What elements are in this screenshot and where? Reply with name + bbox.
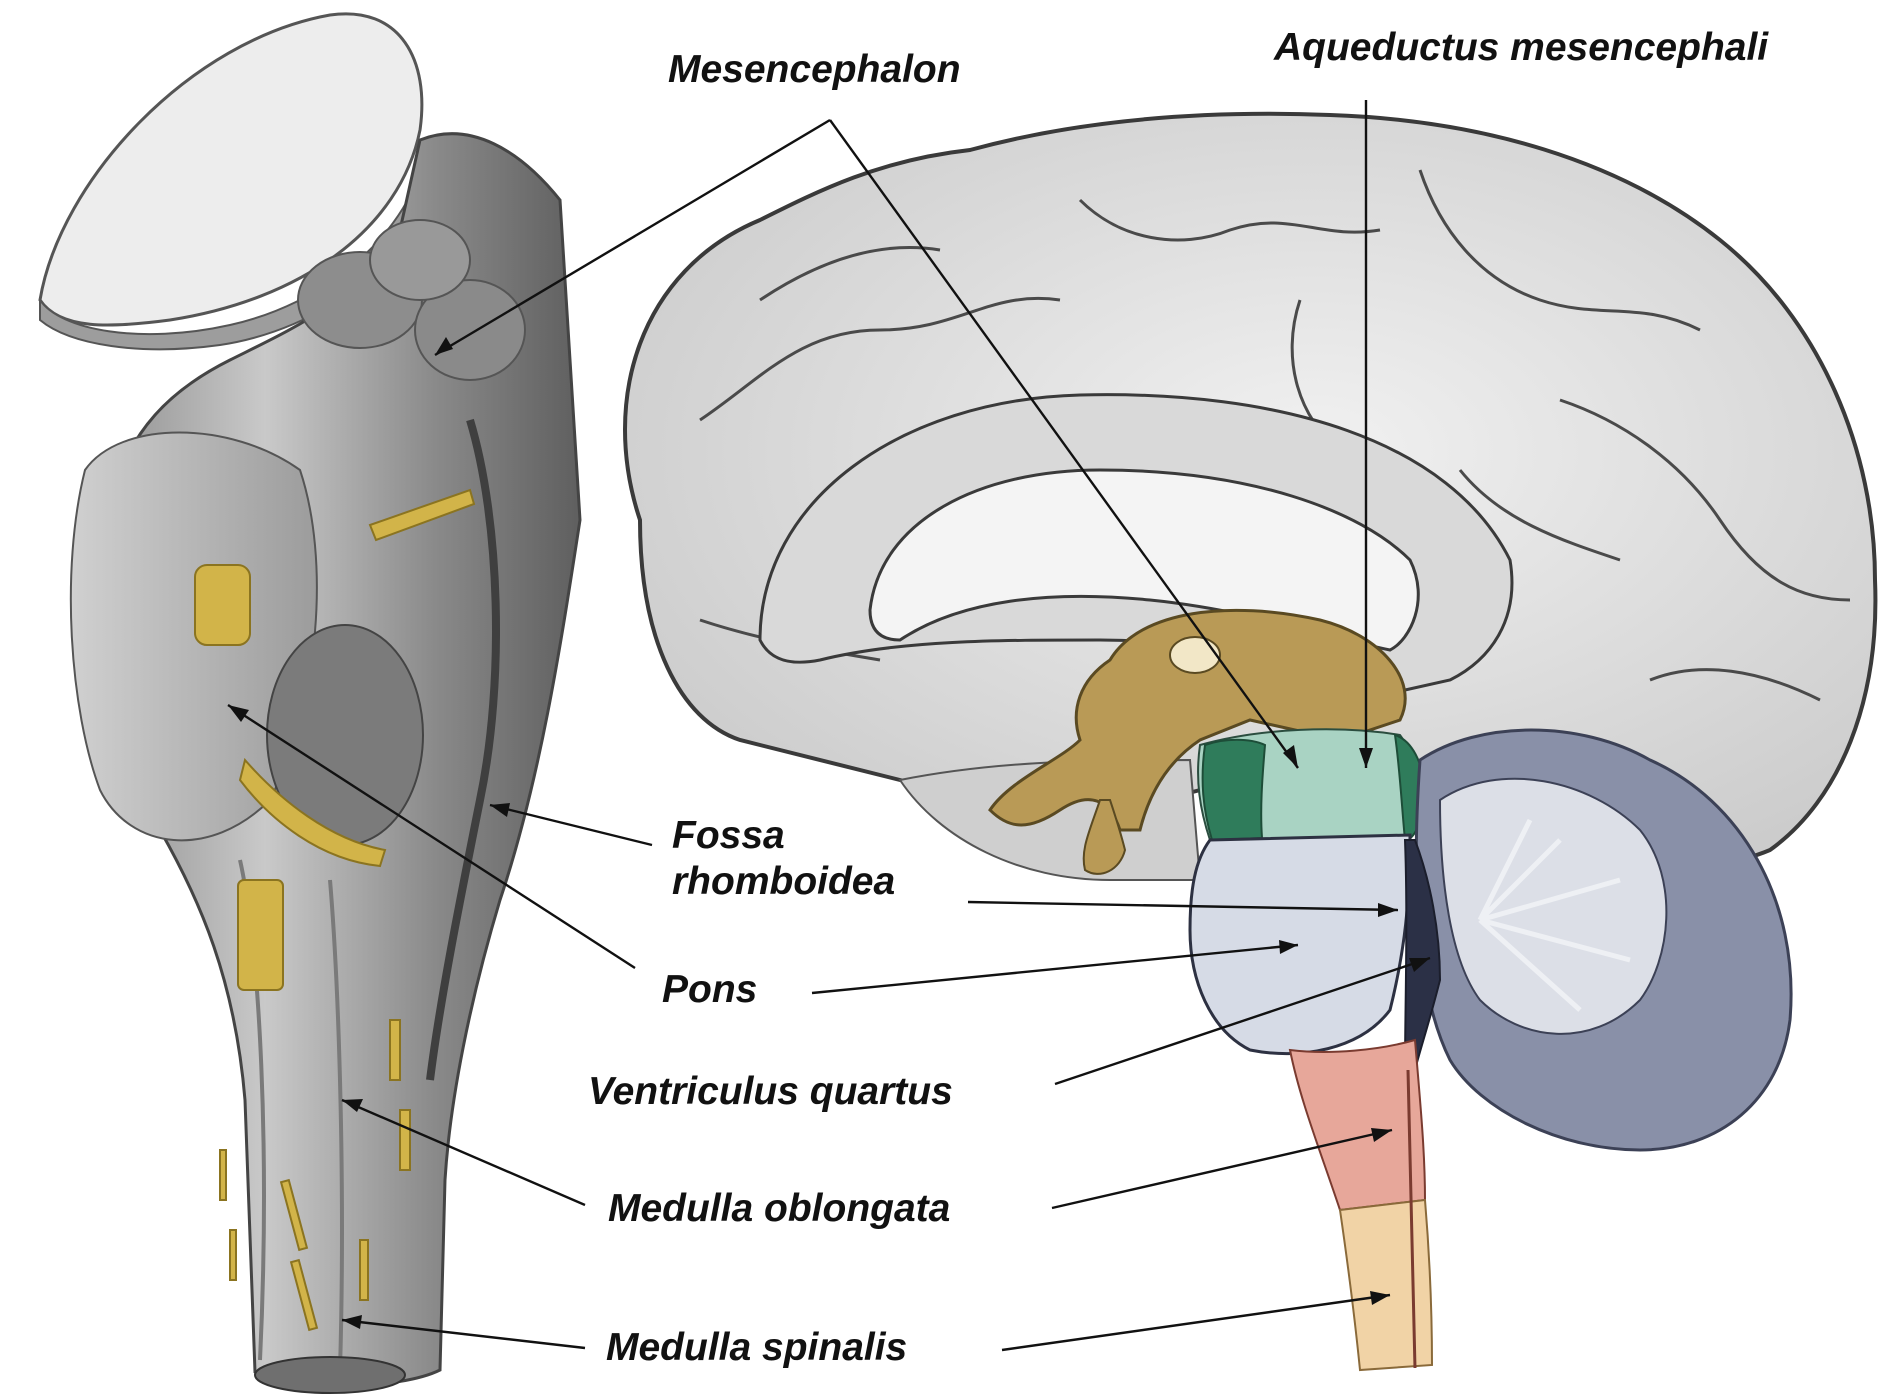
label-ventriculus-quartus: Ventriculus quartus — [588, 1069, 953, 1115]
label-fossa-line-1: Fossa — [672, 813, 895, 859]
label-pons: Pons — [662, 967, 757, 1013]
leader-medsp-right — [1002, 1295, 1390, 1350]
label-fossa-rhomboidea: Fossa rhomboidea — [672, 813, 895, 905]
label-medulla-spinalis: Medulla spinalis — [606, 1325, 907, 1371]
brainstem-illustration — [40, 14, 580, 1393]
colliculus-mid — [370, 220, 470, 300]
label-medulla-oblongata: Medulla oblongata — [608, 1186, 950, 1232]
label-fossa-line-2: rhomboidea — [672, 859, 895, 905]
interthalamic-adhesion — [1170, 637, 1220, 673]
tegmentum-dark — [1203, 740, 1265, 840]
pons-region — [1190, 835, 1410, 1054]
label-aqueductus-mesencephali: Aqueductus mesencephali — [1274, 25, 1768, 71]
sagittal-brain-illustration — [625, 114, 1875, 1370]
medulla-oblongata-region — [1290, 1040, 1425, 1210]
spinal-cord-cut — [255, 1357, 405, 1393]
label-mesencephalon: Mesencephalon — [668, 47, 961, 93]
medulla-spinalis-region — [1340, 1200, 1432, 1370]
